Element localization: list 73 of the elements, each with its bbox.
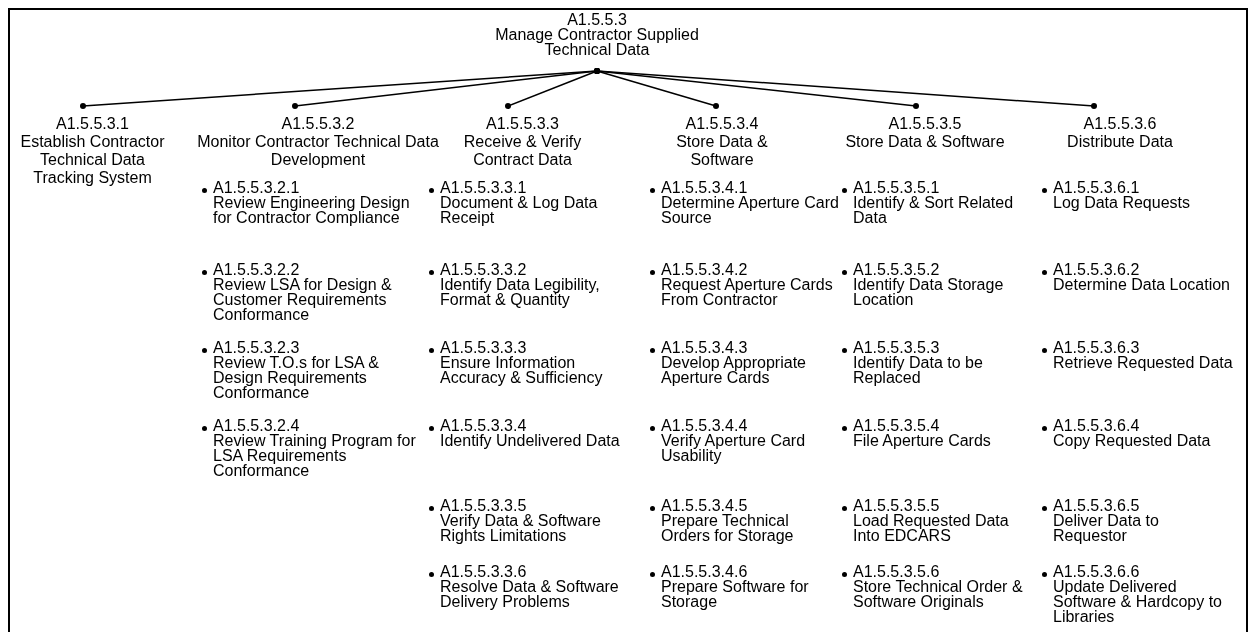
activity-title: Deliver Data to Requestor xyxy=(1053,513,1160,543)
activity-number: A1.5.5.3.4.5 xyxy=(661,498,749,513)
activity-number: A1.5.5.3.6.2 xyxy=(1053,262,1141,277)
activity-title: Identify & Sort Related Data xyxy=(853,195,1015,225)
activity-number: A1.5.5.3.2.4 xyxy=(213,418,301,433)
activity-title: Identify Data to be Replaced xyxy=(853,355,984,385)
activity-number: A1.5.5.3.5.3 xyxy=(853,340,941,355)
activity-title: Receive & Verify Contract Data xyxy=(462,133,583,169)
activity-number: A1.5.5.3.4.3 xyxy=(661,340,749,355)
activity-number: A1.5.5.3.3.5 xyxy=(440,498,528,513)
activity-title: Identify Data Legibility, Format & Quantity xyxy=(440,277,601,307)
activity-number: A1.5.5.3.2.1 xyxy=(213,180,301,195)
activity-title: Store Data & Software xyxy=(675,133,769,169)
activity-number: A1.5.5.3.2 xyxy=(280,115,356,133)
activity-number: A1.5.5.3.3.3 xyxy=(440,340,528,355)
activity-title: Document & Log Data Receipt xyxy=(440,195,599,225)
activity-title: Request Aperture Cards From Contractor xyxy=(661,277,834,307)
activity-title: Distribute Data xyxy=(1066,133,1174,151)
activity-number: A1.5.5.3.5.6 xyxy=(853,564,941,579)
activity-title: Identify Undelivered Data xyxy=(440,433,620,448)
activity-title: Determine Data Location xyxy=(1053,277,1230,292)
activity-number: A1.5.5.3.4.4 xyxy=(661,418,749,433)
activity-number: A1.5.5.3.5.1 xyxy=(853,180,941,195)
connector-line xyxy=(594,68,1097,109)
activity-title: Store Data & Software xyxy=(844,133,1006,151)
activity-number: A1.5.5.3.4.1 xyxy=(661,180,749,195)
activity-title: Load Requested Data Into EDCARS xyxy=(853,513,1010,543)
activity-title: Prepare Software for Storage xyxy=(661,579,810,609)
activity-title: Verify Aperture Card Usability xyxy=(661,433,807,463)
activity-title: Update Delivered Software & Hardcopy to Libraries xyxy=(1053,579,1223,624)
activity-number: A1.5.5.3.2.3 xyxy=(213,340,301,355)
activity-title: Identify Data Storage Location xyxy=(853,277,1005,307)
activity-title: Manage Contractor Supplied Technical Data xyxy=(494,27,700,57)
activity-title: Retrieve Requested Data xyxy=(1053,355,1233,370)
activity-number: A1.5.5.3.5.4 xyxy=(853,418,941,433)
activity-number: A1.5.5.3.1 xyxy=(55,115,130,133)
activity-title: Store Technical Order & Software Originals xyxy=(853,579,1024,609)
activity-item xyxy=(650,180,840,225)
activity-number: A1.5.5.3 xyxy=(566,12,628,27)
activity-number: A1.5.5.3.3.6 xyxy=(440,564,528,579)
activity-number: A1.5.5.3.4.6 xyxy=(661,564,749,579)
activity-title: Determine Aperture Card Source xyxy=(661,195,840,225)
activity-number: A1.5.5.3.6.1 xyxy=(1053,180,1141,195)
activity-number: A1.5.5.3.6.3 xyxy=(1053,340,1141,355)
activity-item xyxy=(202,418,417,478)
activity-title: Verify Data & Software Rights Limitations xyxy=(440,513,602,543)
activity-title: Review Training Program for LSA Requirements Conformance xyxy=(213,433,417,478)
activity-title: Log Data Requests xyxy=(1053,195,1190,210)
activity-title: Prepare Technical Orders for Storage xyxy=(661,513,795,543)
activity-number: A1.5.5.3.3.1 xyxy=(440,180,528,195)
activity-number: A1.5.5.3.5 xyxy=(887,115,963,133)
activity-title: Ensure Information Accuracy & Sufficiency xyxy=(440,355,604,385)
activity-title: Establish Contractor Technical Data Tracking System xyxy=(19,133,166,187)
activity-title: Review LSA for Design & Customer Requirements Conformance xyxy=(213,277,393,322)
activity-title: Review T.O.s for LSA & Design Requirements Conformance xyxy=(213,355,380,400)
activity-number: A1.5.5.3.3.4 xyxy=(440,418,528,433)
activity-title: Review Engineering Design for Contractor Compliance xyxy=(213,195,411,225)
activity-number: A1.5.5.3.4.2 xyxy=(661,262,749,277)
activity-number: A1.5.5.3.6 xyxy=(1082,115,1158,133)
activity-number: A1.5.5.3.2.2 xyxy=(213,262,301,277)
activity-number: A1.5.5.3.5.2 xyxy=(853,262,941,277)
activity-title: Resolve Data & Software Delivery Problems xyxy=(440,579,620,609)
activity-title: Copy Requested Data xyxy=(1053,433,1211,448)
activity-number: A1.5.5.3.3 xyxy=(485,115,560,133)
activity-title: File Aperture Cards xyxy=(853,433,991,448)
activity-title: Develop Appropriate Aperture Cards xyxy=(661,355,807,385)
activity-number: A1.5.5.3.3.2 xyxy=(440,262,528,277)
activity-number: A1.5.5.3.4 xyxy=(684,115,760,133)
activity-title: Monitor Contractor Technical Data Development xyxy=(196,133,440,169)
activity-number: A1.5.5.3.6.5 xyxy=(1053,498,1141,513)
activity-number: A1.5.5.3.6.6 xyxy=(1053,564,1141,579)
activity-number: A1.5.5.3.6.4 xyxy=(1053,418,1141,433)
activity-number: A1.5.5.3.5.5 xyxy=(853,498,941,513)
